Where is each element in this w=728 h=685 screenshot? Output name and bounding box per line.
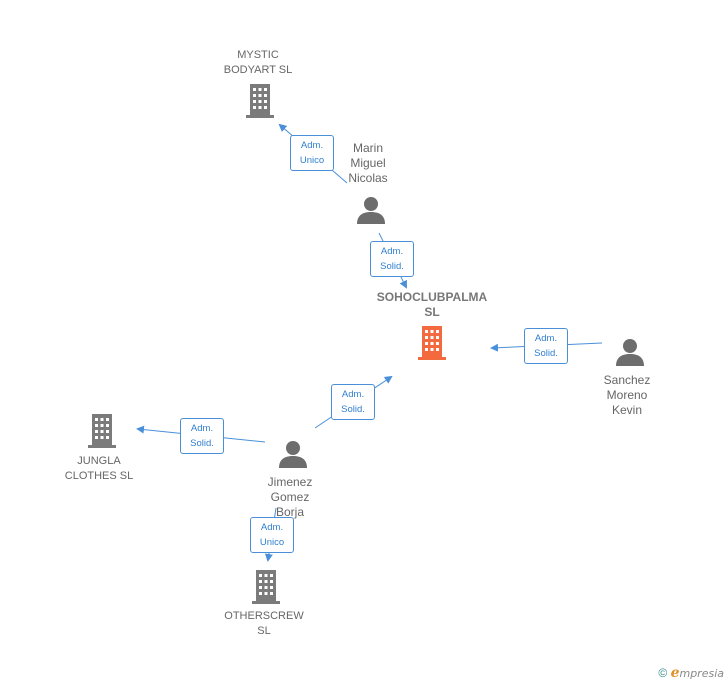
- building-icon[interactable]: [250, 570, 282, 604]
- role-badge-jimenez-soho[interactable]: Adm. Solid.: [331, 384, 375, 420]
- brand-logo-e: e: [670, 665, 680, 681]
- company-label-mystic[interactable]: MYSTIC BODYART SL: [223, 49, 293, 76]
- person-label-jimenez[interactable]: Jimenez Gomez Borja: [267, 475, 313, 519]
- company-label-jungla[interactable]: JUNGLA CLOTHES SL: [64, 455, 134, 482]
- building-icon[interactable]: [244, 84, 276, 118]
- company-label-otherscrew[interactable]: OTHERSCREW SL: [224, 610, 304, 637]
- role-badge-marin-mystic[interactable]: Adm. Unico: [290, 135, 334, 171]
- person-icon[interactable]: [615, 338, 645, 366]
- brand-footer: © empresia: [658, 665, 724, 681]
- person-icon[interactable]: [356, 196, 386, 224]
- copyright-symbol: ©: [658, 666, 668, 680]
- role-badge-jimenez-jungla[interactable]: Adm. Solid.: [180, 418, 224, 454]
- role-badge-sanchez-soho[interactable]: Adm. Solid.: [524, 328, 568, 364]
- role-badge-marin-soho[interactable]: Adm. Solid.: [370, 241, 414, 277]
- role-badge-jimenez-otherscrew[interactable]: Adm. Unico: [250, 517, 294, 553]
- brand-logo-text: mpresia: [679, 667, 724, 680]
- person-label-sanchez[interactable]: Sanchez Moreno Kevin: [603, 373, 651, 417]
- building-icon[interactable]: [86, 414, 118, 448]
- building-icon-focus[interactable]: [416, 326, 448, 360]
- person-label-marin[interactable]: Marin Miguel Nicolas: [348, 141, 388, 185]
- person-icon[interactable]: [278, 440, 308, 468]
- company-label-soho[interactable]: SOHOCLUBPALMA SL: [376, 290, 488, 319]
